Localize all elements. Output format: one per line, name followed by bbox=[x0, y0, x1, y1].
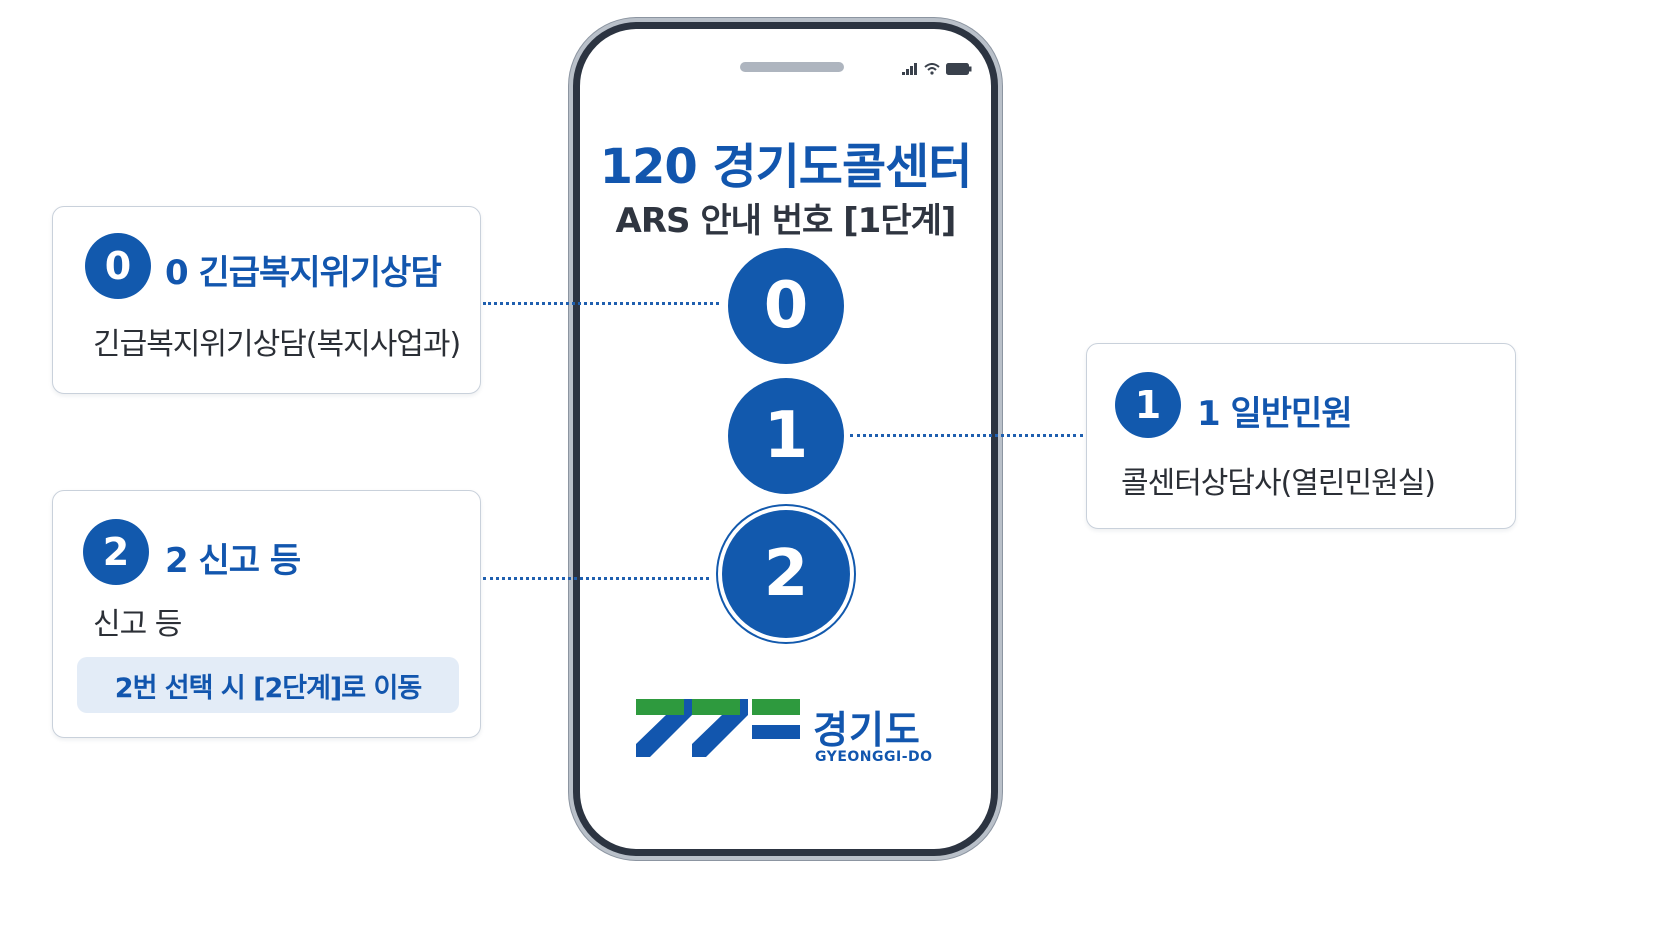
page-title: 120 경기도콜센터 bbox=[599, 139, 973, 195]
option-title: 1 일반민원 bbox=[1197, 394, 1353, 434]
key-2-button[interactable]: 2 bbox=[722, 510, 850, 638]
option-title: 0 긴급복지위기상담 bbox=[165, 253, 442, 293]
page-subtitle: ARS 안내 번호 [1단계] bbox=[615, 201, 957, 241]
option-number-badge: 1 bbox=[1115, 372, 1181, 438]
signal-icon bbox=[902, 63, 917, 75]
phone-frame: 120 경기도콜센터 ARS 안내 번호 [1단계] 0 1 2 경기도 GYE… bbox=[573, 22, 998, 856]
option-card-1: 1 1 일반민원 콜센터상담사(열린민원실) bbox=[1086, 343, 1516, 529]
connector-line-2 bbox=[483, 577, 709, 580]
status-bar bbox=[902, 62, 972, 76]
battery-icon bbox=[946, 63, 972, 75]
option-description: 긴급복지위기상담(복지사업과) bbox=[93, 327, 461, 362]
key-0-button[interactable]: 0 bbox=[728, 248, 844, 364]
connector-line-1 bbox=[850, 434, 1083, 437]
option-description: 콜센터상담사(열린민원실) bbox=[1121, 466, 1436, 501]
next-step-note: 2번 선택 시 [2단계]로 이동 bbox=[77, 657, 459, 713]
option-title: 2 신고 등 bbox=[165, 541, 301, 581]
option-number-badge: 2 bbox=[83, 519, 149, 585]
option-description: 신고 등 bbox=[93, 607, 182, 642]
logo-korean-text: 경기도 bbox=[813, 708, 921, 752]
key-1-button[interactable]: 1 bbox=[728, 378, 844, 494]
option-card-2: 2 2 신고 등 신고 등 2번 선택 시 [2단계]로 이동 bbox=[52, 490, 481, 738]
wifi-icon bbox=[924, 63, 940, 75]
option-number-badge: 0 bbox=[85, 233, 151, 299]
logo-english-text: GYEONGGI-DO bbox=[815, 749, 933, 765]
gyeonggi-logo-icon bbox=[636, 699, 800, 757]
phone-speaker bbox=[740, 62, 844, 72]
connector-line-0 bbox=[483, 302, 719, 305]
option-card-0: 0 0 긴급복지위기상담 긴급복지위기상담(복지사업과) bbox=[52, 206, 481, 394]
